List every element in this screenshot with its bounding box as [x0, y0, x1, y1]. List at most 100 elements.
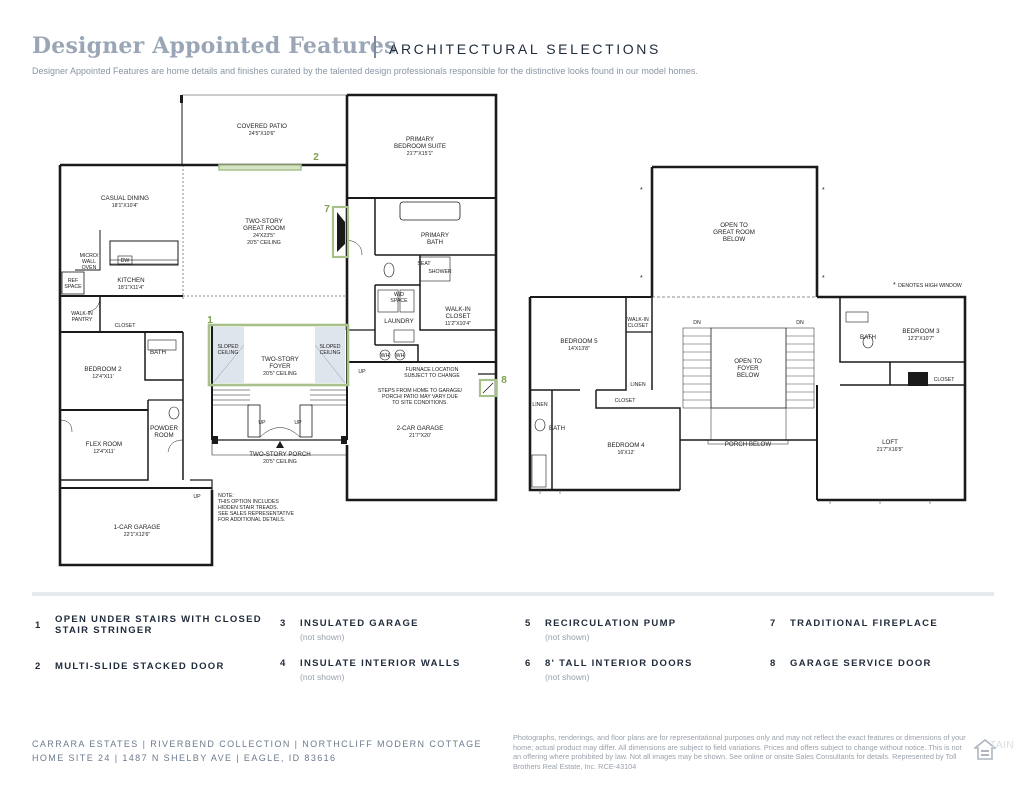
feature-number: 1	[35, 620, 41, 631]
label-open-great-room-2: GREAT ROOM	[713, 229, 755, 236]
label-walkin-closet-2: CLOSET	[446, 313, 471, 320]
callout-7: 7	[324, 204, 330, 215]
label-dn-2: DN	[796, 320, 804, 326]
feature-title: 8' TALL INTERIOR DOORS	[545, 658, 693, 669]
feature-item-6: 6 8' TALL INTERIOR DOORS (not shown)	[525, 658, 745, 684]
dim-bedroom-5: 14'X13'8"	[568, 346, 590, 352]
label-great-room-2: GREAT ROOM	[243, 225, 285, 232]
label-casual-dining: CASUAL DINING	[101, 195, 149, 202]
label-bath-2f-right: BATH	[860, 334, 876, 341]
label-sloped-right-1: SLOPED	[319, 344, 340, 350]
label-shower: SHOWER	[428, 269, 452, 275]
label-open-foyer-2: FOYER	[737, 365, 759, 372]
section-divider	[32, 592, 994, 596]
callout-2: 2	[313, 152, 319, 163]
feature-title: INSULATED GARAGE	[300, 618, 419, 629]
label-open-great-room-1: OPEN TO	[720, 222, 748, 229]
feature-item-8: 8 GARAGE SERVICE DOOR	[770, 658, 990, 672]
callout-8: 8	[501, 375, 507, 386]
steps-note-3: TO SITE CONDITIONS.	[392, 400, 448, 406]
stair-note-5: FOR ADDITIONAL DETAILS.	[218, 517, 285, 523]
dim-bedroom-3: 12'2"X10'7"	[908, 336, 935, 342]
label-ref-1: REF	[68, 278, 78, 284]
second-floor-plan: ** ** *	[528, 165, 967, 504]
feature-title: GARAGE SERVICE DOOR	[790, 658, 932, 669]
label-up-3: UP	[294, 420, 302, 426]
label-bedroom-5: BEDROOM 5	[560, 338, 598, 345]
label-walkin-closet-2f-1: WALK-IN	[627, 317, 649, 323]
page-subtitle: ARCHITECTURAL SELECTIONS	[389, 41, 661, 57]
feature-item-3: 3 INSULATED GARAGE (not shown)	[280, 618, 500, 644]
label-open-foyer-3: BELOW	[737, 372, 760, 379]
label-foyer-2: FOYER	[269, 363, 291, 370]
label-up-2: UP	[258, 420, 266, 426]
furnace-note-1: FURNACE LOCATION	[406, 367, 459, 373]
furnace-note-2: SUBJECT TO CHANGE	[404, 373, 460, 379]
equal-housing-icon	[974, 738, 996, 760]
label-wd-2: SPACE	[390, 298, 408, 304]
svg-text:*: *	[640, 275, 643, 282]
label-primary-suite-1: PRIMARY	[406, 136, 434, 143]
dim-primary-suite: 21'7"X15'1"	[407, 151, 434, 157]
ceiling-foyer: 20'5" CEILING	[263, 371, 297, 377]
stair-note-1: NOTE:	[218, 493, 234, 499]
dim-walkin-closet: 11'2"X10'4"	[445, 321, 471, 327]
stair-note-2: THIS OPTION INCLUDES	[218, 499, 279, 505]
label-laundry: LAUNDRY	[384, 318, 413, 325]
footer-address: HOME SITE 24 | 1487 N SHELBY AVE | EAGLE…	[32, 753, 337, 763]
second-floor-labels: OPEN TO GREAT ROOM BELOW DENOTES HIGH WI…	[532, 222, 962, 456]
label-closet-1f: CLOSET	[115, 323, 137, 329]
label-porch-below: PORCH BELOW	[725, 441, 772, 448]
label-sloped-left-2: CEILING	[218, 350, 239, 356]
label-sloped-right-2: CEILING	[320, 350, 341, 356]
label-up-4: UP	[193, 494, 201, 500]
label-up-1: UP	[358, 369, 366, 375]
ceiling-great-room: 20'5" CEILING	[247, 240, 281, 246]
watermark-text: TAIN	[990, 740, 1015, 751]
label-great-room-1: TWO-STORY	[245, 218, 283, 225]
label-micro-3: OVEN	[82, 265, 97, 271]
label-flex-room: FLEX ROOM	[86, 441, 122, 448]
label-covered-patio: COVERED PATIO	[237, 123, 287, 130]
feature-note: (not shown)	[545, 632, 590, 642]
feature-item-2: 2 MULTI-SLIDE STACKED DOOR	[35, 661, 265, 675]
title-divider	[374, 36, 376, 58]
feature-note: (not shown)	[300, 632, 345, 642]
svg-text:*: *	[822, 187, 825, 194]
label-pantry-1: WALK-IN	[71, 311, 93, 317]
label-seat: SEAT	[417, 261, 431, 267]
label-micro-1: MICRO/	[80, 253, 99, 259]
feature-item-4: 4 INSULATE INTERIOR WALLS (not shown)	[280, 658, 500, 684]
page-title: Designer Appointed Features	[32, 33, 397, 59]
label-pantry-2: PANTRY	[72, 317, 93, 323]
callout-highlights	[207, 164, 498, 398]
dim-loft: 21'7"X16'5"	[877, 447, 904, 453]
feature-number: 6	[525, 658, 531, 669]
label-ref-2: SPACE	[64, 284, 82, 290]
label-foyer-1: TWO-STORY	[261, 356, 299, 363]
dim-1car-garage: 22'1"X12'6"	[124, 532, 151, 538]
label-high-window-note: DENOTES HIGH WINDOW	[898, 283, 962, 289]
label-micro-2: WALL	[82, 259, 96, 265]
feature-item-1: 1 OPEN UNDER STAIRS WITH CLOSED STAIR ST…	[35, 614, 265, 642]
page-description: Designer Appointed Features are home det…	[32, 66, 698, 76]
label-linen-1: LINEN	[630, 382, 646, 388]
svg-text:*: *	[640, 187, 643, 194]
floor-plan-drawing: 2 7 1 8 COVERED PATIO 24'5"X10'6" CASUAL…	[58, 93, 967, 567]
feature-item-7: 7 TRADITIONAL FIREPLACE	[770, 618, 990, 632]
label-bedroom-2: BEDROOM 2	[84, 366, 122, 373]
steps-note-1: STEPS FROM HOME TO GARAGE/	[378, 388, 463, 394]
feature-number: 2	[35, 661, 41, 672]
dim-casual-dining: 18'1"X10'4"	[112, 203, 139, 209]
steps-note-2: PORCH/ PATIO MAY VARY DUE	[382, 394, 459, 400]
label-powder-2: ROOM	[154, 432, 173, 439]
label-powder-1: POWDER	[150, 425, 178, 432]
label-bedroom-3: BEDROOM 3	[902, 328, 940, 335]
feature-note: (not shown)	[545, 672, 590, 682]
label-bath-2f-left: BATH	[549, 425, 565, 432]
label-open-foyer-1: OPEN TO	[734, 358, 762, 365]
dim-flex-room: 12'4"X11'	[93, 449, 114, 455]
label-closet-2f-left: CLOSET	[615, 398, 637, 404]
svg-text:*: *	[893, 282, 896, 289]
label-loft: LOFT	[882, 439, 898, 446]
